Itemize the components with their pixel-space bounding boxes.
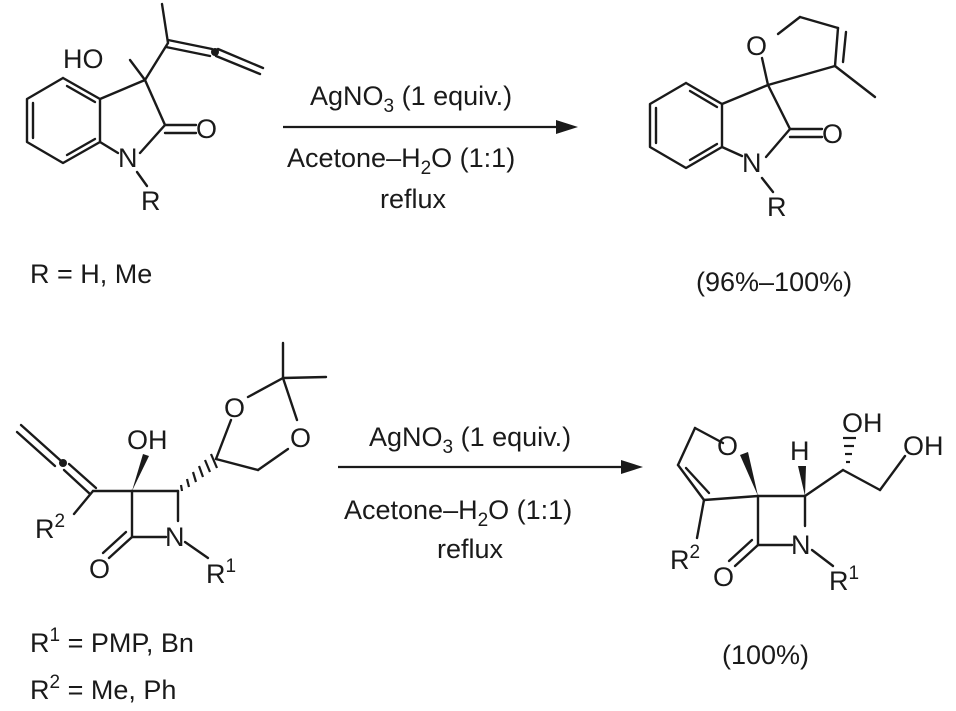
r2-product-carbonyl-o: O [713,562,734,592]
r2-condition-label: reflux [437,534,504,564]
r1-reactant-r-group: R [141,186,161,216]
r1-product-ring-o: O [746,31,767,61]
r1-product-carbonyl-o: O [822,119,843,149]
r2-substituents-r1-note: R1 = PMP, Bn [30,625,194,658]
r2-product-oh1-label: OH [842,408,883,438]
r2-reactant-structure: OH O O R2 O N R1 [15,341,328,589]
r2-reaction-arrow [338,460,643,474]
r1-reactant-nitrogen: N [118,143,138,173]
r2-reactant-dioxolane-o2: O [290,423,311,453]
r2-product-r1: R1 [829,563,859,596]
r1-reagent-label: AgNO3 (1 equiv.) [310,81,512,117]
r2-reactant-nitrogen: N [165,522,185,552]
r1-reaction-arrow [283,120,578,134]
r1-yield-label: (96%–100%) [696,267,852,297]
r2-solvent-label: Acetone–H2O (1:1) [344,495,572,531]
r1-reactant-oh-label: HO [63,44,104,74]
r1-solvent-label: Acetone–H2O (1:1) [287,143,515,179]
r2-product-h-label: H [790,436,810,466]
r2-reactant-oh-label: OH [127,425,168,455]
r1-product-r-group: R [767,192,787,222]
r1-reactant-structure: HO O N R [25,2,265,216]
r1-substituents-note: R = H, Me [30,259,152,289]
r2-product-ring-o: O [717,431,738,461]
r2-reactant-r2: R2 [35,511,65,544]
r2-product-nitrogen: N [791,530,811,560]
r1-product-nitrogen: N [742,148,762,178]
r2-reactant-r1: R1 [206,556,236,589]
r2-substituents-r2-note: R2 = Me, Ph [30,672,176,705]
r2-product-r2: R2 [670,542,700,575]
r2-product-structure: O H OH OH R2 O N R1 [670,408,944,596]
r2-reactant-dioxolane-o1: O [224,393,245,423]
r1-reactant-carbonyl-o: O [196,114,217,144]
r1-condition-label: reflux [380,184,447,214]
r1-product-structure: O O N R [648,15,877,222]
r2-yield-label: (100%) [722,640,809,670]
r2-reactant-carbonyl-o: O [89,554,110,584]
r2-product-oh2-label: OH [903,431,944,461]
r2-reagent-label: AgNO3 (1 equiv.) [369,422,571,458]
